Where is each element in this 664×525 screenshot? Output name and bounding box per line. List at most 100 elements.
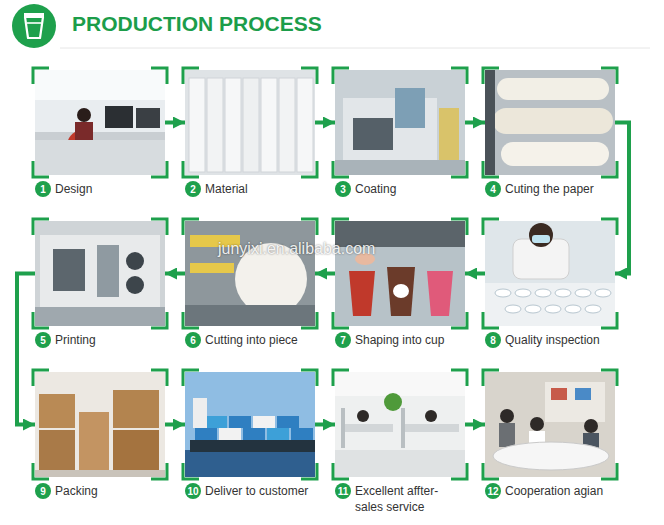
photo-cutting-piece-part [190, 263, 234, 273]
photo-material-part [279, 78, 295, 172]
photo-material-part [189, 78, 205, 172]
photo-ship-part [195, 428, 217, 440]
flow-arrow [165, 272, 185, 276]
photo-printing [33, 219, 167, 328]
photo-frame [185, 372, 315, 477]
photo-coating-part [439, 108, 459, 160]
photo-printing-part [35, 221, 165, 326]
photo-meeting-part [545, 382, 605, 422]
photo-cutting-paper-part [501, 142, 609, 166]
photo-packing-part [39, 430, 75, 470]
photo-ship-part [267, 428, 289, 440]
photo-packing [33, 370, 167, 479]
photo-quality-inspection-part [515, 289, 531, 297]
title: PRODUCTION PROCESS [72, 12, 322, 36]
photo-ship-part [291, 428, 313, 440]
step-number: 9 [35, 483, 51, 499]
photo-cutting-piece-part [185, 221, 315, 326]
photo-printing-part [97, 245, 119, 297]
photo-shaping-cup-part [427, 271, 453, 316]
step-label: Printing [55, 332, 96, 348]
photo-cutting-paper-part [485, 70, 615, 175]
photo-office-part [335, 372, 465, 396]
photo-office-part [335, 372, 465, 477]
photo-coating-part [335, 160, 465, 175]
photo-quality-inspection-part [575, 289, 591, 297]
corner-bracket [483, 68, 617, 177]
photo-printing-part [53, 249, 85, 291]
photo-frame [35, 221, 165, 326]
process-step: 8Quality inspection [485, 221, 615, 348]
process-step: 2Material [185, 70, 315, 197]
photo-office-part [384, 393, 402, 411]
title-icon [12, 4, 56, 48]
photo-cutting-paper-part [493, 108, 613, 134]
photo-office-part [401, 408, 405, 448]
photo-material-part [225, 78, 241, 172]
step-caption: 8Quality inspection [485, 332, 615, 348]
photo-design-part [105, 106, 133, 128]
step-number: 3 [335, 181, 351, 197]
step-label: Design [55, 181, 92, 197]
flow-arrow [465, 272, 485, 276]
photo-shaping-cup-part [349, 271, 375, 316]
step-caption: 11Excellent affter-sales service [335, 483, 465, 515]
photo-frame [485, 70, 615, 175]
photo-shaping-cup-part [335, 221, 465, 326]
flow-arrow [165, 423, 185, 427]
photo-frame [185, 70, 315, 175]
photo-design-part [136, 108, 160, 128]
corner-bracket [183, 68, 317, 177]
photo-office-part [341, 408, 345, 448]
corner-bracket [183, 370, 317, 479]
step-label: Quality inspection [505, 332, 600, 348]
photo-office [333, 370, 467, 479]
photo-design-part [75, 122, 93, 142]
photo-cutting-piece-part [185, 305, 315, 326]
process-step: 5Printing [35, 221, 165, 348]
photo-shaping-cup-part [387, 267, 415, 316]
photo-meeting [483, 370, 617, 479]
step-number: 12 [485, 483, 501, 499]
photo-coating-part [335, 70, 465, 175]
watermark: junyixi.en.alibaba.com [218, 240, 375, 258]
step-caption: 2Material [185, 181, 315, 197]
photo-quality-inspection [483, 219, 617, 328]
photo-ship-part [190, 440, 315, 452]
process-step: 10Deliver to customer [185, 372, 315, 499]
step-label: Cuting the paper [505, 181, 594, 197]
corner-bracket [33, 68, 167, 177]
photo-quality-inspection-part [532, 235, 550, 243]
photo-quality-inspection-part [545, 305, 561, 313]
flow-arrow [17, 274, 35, 425]
step-number: 1 [35, 181, 51, 197]
step-number: 8 [485, 332, 501, 348]
photo-packing-part [35, 372, 165, 477]
step-number: 5 [35, 332, 51, 348]
photo-quality-inspection-part [485, 283, 615, 326]
photo-material-part [185, 70, 315, 175]
photo-coating-part [353, 118, 393, 150]
photo-ship-part [193, 398, 207, 428]
step-caption: 12Cooperation agian [485, 483, 615, 499]
step-label: Coating [355, 181, 396, 197]
photo-cutting-paper [483, 68, 617, 177]
photo-frame [35, 70, 165, 175]
photo-quality-inspection-part [555, 289, 571, 297]
step-number: 10 [185, 483, 201, 499]
step-caption: 4Cuting the paper [485, 181, 615, 197]
corner-bracket [33, 219, 167, 328]
photo-coating [333, 68, 467, 177]
flow-arrow [315, 121, 335, 125]
process-step: 1Design [35, 70, 165, 197]
title-icon-part [25, 17, 43, 38]
photo-coating-part [395, 88, 425, 128]
step-number: 11 [335, 483, 351, 499]
process-step: 12Cooperation agian [485, 372, 615, 499]
photo-printing-part [126, 252, 144, 270]
title-icon-part [12, 4, 56, 48]
process-step: 11Excellent affter-sales service [335, 372, 465, 515]
corner-bracket [333, 219, 467, 328]
step-number: 7 [335, 332, 351, 348]
